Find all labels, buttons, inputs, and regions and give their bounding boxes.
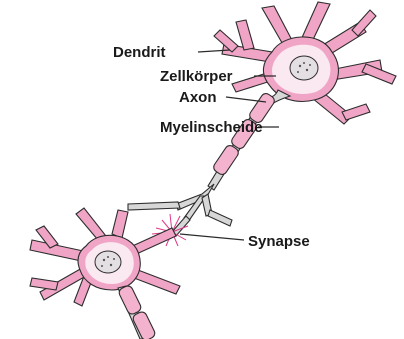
lower-neuron [30, 208, 180, 339]
lower-nucleus [95, 251, 121, 273]
label-dendrite: Dendrit [113, 44, 166, 61]
leader-synapse [180, 234, 244, 240]
label-cell-body: Zellkörper [160, 68, 233, 85]
label-myelin-sheath: Myelinscheide [160, 119, 263, 136]
upper-neuron [214, 2, 396, 124]
upper-nucleus [290, 56, 318, 80]
axon-with-myelin [208, 92, 276, 190]
label-axon: Axon [179, 89, 217, 106]
axon-terminals [128, 184, 232, 236]
label-synapse: Synapse [248, 233, 310, 250]
